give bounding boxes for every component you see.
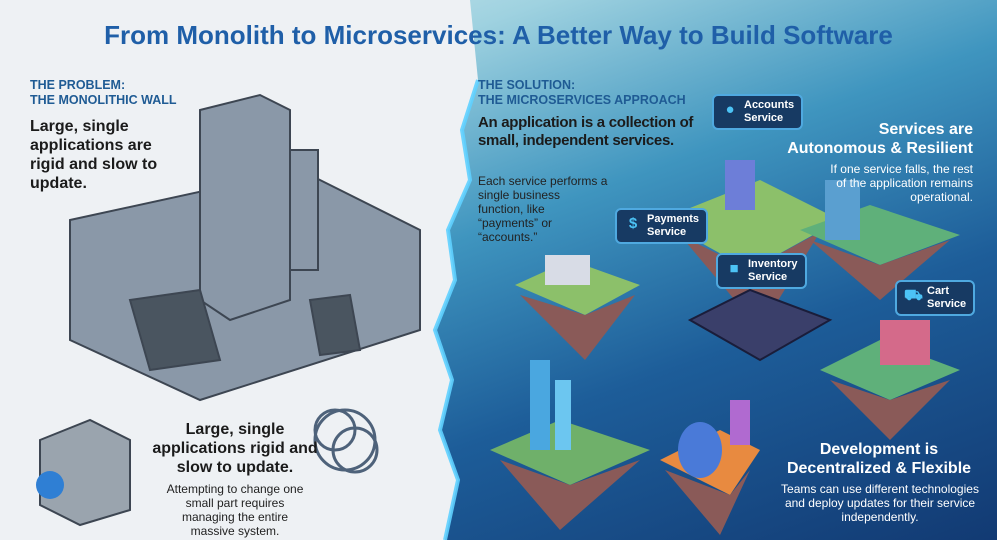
service-name: Payments [647,213,699,225]
problem-bottom-text: Attempting to change one small part requ… [166,482,304,538]
problem-bottom-lead: Large, single applications rigid and slo… [152,421,318,476]
problem-kicker: THE PROBLEM:THE MONOLITHIC WALL [30,78,177,108]
resilient-island [800,180,960,300]
service-suffix: Service [744,112,784,124]
payments-island [515,255,640,360]
autonomous-heading-line1: Services are [878,121,973,138]
decentralized-text: Teams can use different technologies and… [781,482,979,524]
problem-lead: Large, single applications are rigid and… [30,118,158,192]
box-icon: ■ [729,260,739,277]
domes-island [660,400,760,535]
problem-kicker-line2: THE MONOLITHIC WALL [30,93,177,107]
solution-kicker: THE SOLUTION:THE MICROSERVICES APPROACH [478,78,686,108]
dollar-cycle-icon: $ [628,215,638,232]
autonomous-heading-line2: Autonomous & Resilient [787,140,973,157]
cart-island [820,320,960,440]
decentralized-heading-line2: Decentralized & Flexible [786,460,972,477]
cracked-block-with-gear-icon [36,418,131,527]
autonomous-text: If one service falls, the rest of the ap… [830,162,973,204]
service-name: Cart [927,285,950,297]
page-title: From Monolith to Microservices: A Better… [104,20,893,50]
solution-lead: An application is a collection of small,… [478,114,694,149]
decentralized-heading-line1: Development is [819,441,939,458]
solution-text: Each service performs a single business … [478,174,608,244]
service-name: Inventory [748,258,798,270]
decentralized-heading: Development is Decentralized & Flexible [765,440,993,478]
problem-kicker-line1: THE PROBLEM: [30,78,126,92]
solution-kicker-line1: THE SOLUTION: [478,78,576,92]
service-name: Accounts [744,99,795,111]
tangled-cables-icon [313,408,379,474]
inventory-island-broken [687,288,833,362]
user-icon: ● [725,101,735,118]
solution-kicker-line2: THE MICROSERVICES APPROACH [478,93,686,107]
cart-icon: ⛟ [904,287,923,304]
service-suffix: Service [647,226,687,238]
castle-illustration [69,93,421,402]
service-suffix: Service [748,271,788,283]
towers-island [490,360,650,530]
service-suffix: Service [927,298,967,310]
